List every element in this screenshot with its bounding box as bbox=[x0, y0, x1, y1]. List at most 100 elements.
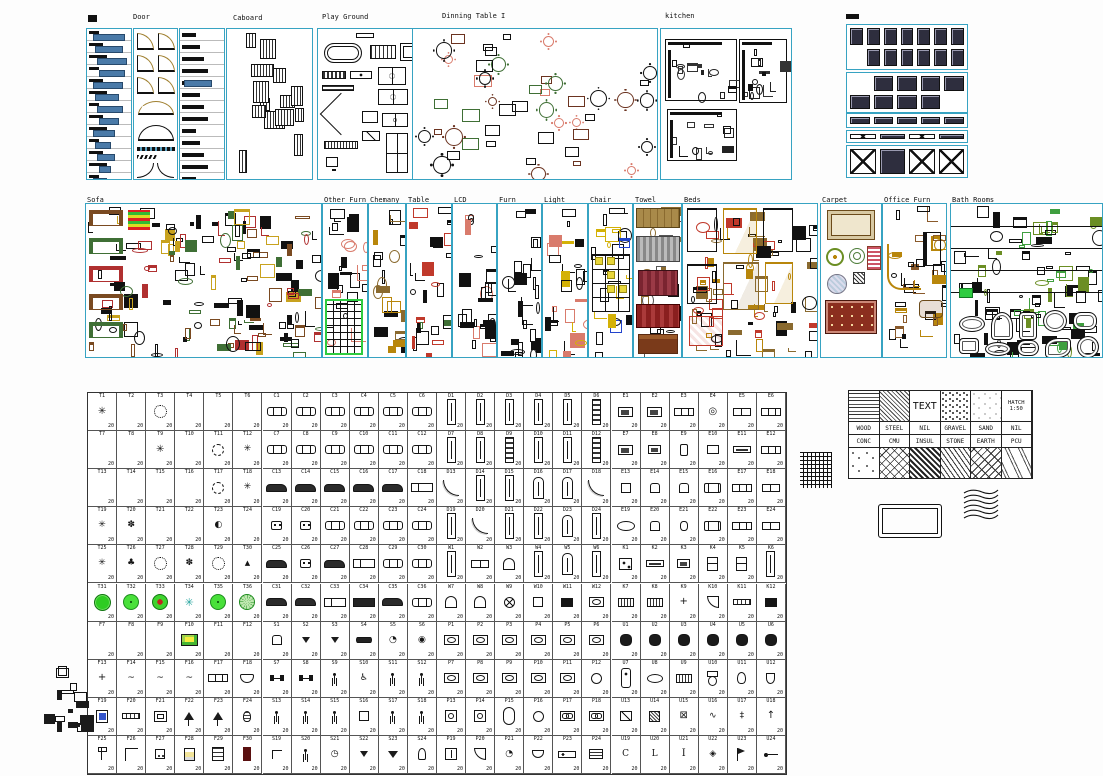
section-other_furn[interactable] bbox=[322, 203, 368, 358]
layer-list-a[interactable] bbox=[86, 28, 132, 180]
section-lcd[interactable] bbox=[452, 203, 497, 358]
section-beds[interactable] bbox=[682, 203, 818, 358]
layer-row[interactable] bbox=[180, 77, 224, 89]
layer-row[interactable] bbox=[180, 125, 224, 137]
layer-row[interactable] bbox=[180, 65, 224, 77]
layer-row[interactable] bbox=[87, 113, 131, 125]
layer-row[interactable] bbox=[180, 101, 224, 113]
door-section[interactable] bbox=[133, 28, 178, 180]
layer-row[interactable] bbox=[87, 89, 131, 101]
layer-row[interactable] bbox=[180, 41, 224, 53]
layer-row[interactable] bbox=[180, 161, 224, 173]
playground-section[interactable] bbox=[317, 28, 420, 180]
layer-row[interactable] bbox=[87, 77, 131, 89]
appliance-box[interactable] bbox=[846, 130, 968, 143]
layer-row[interactable] bbox=[180, 29, 224, 41]
layer-row[interactable] bbox=[87, 149, 131, 161]
layer-row[interactable] bbox=[87, 65, 131, 77]
section-light[interactable] bbox=[542, 203, 588, 358]
layer-row[interactable] bbox=[87, 41, 131, 53]
section-carpet[interactable] bbox=[820, 203, 882, 358]
